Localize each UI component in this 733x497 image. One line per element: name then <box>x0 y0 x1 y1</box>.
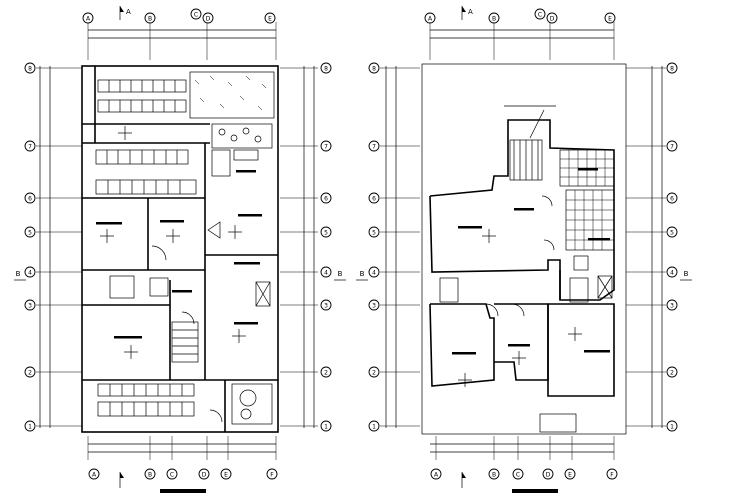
left-dimension-lines <box>36 22 318 460</box>
section-a-label: A <box>126 8 131 16</box>
right-grid-bubbles-right: 8 7 6 5 4 3 2 1 B <box>666 62 692 432</box>
right-grid-bubbles-top: A B C D E A <box>424 6 616 24</box>
right-tiled-areas <box>559 149 615 251</box>
grid-row-label: 5 <box>372 230 376 237</box>
grid-row-label: 1 <box>372 424 376 431</box>
right-grid-bubbles-bottom: A B C D E F <box>430 468 618 488</box>
right-grid-bubbles-left: 8 7 6 5 4 3 2 1 B <box>356 62 380 432</box>
grid-row-label: 3 <box>324 303 328 310</box>
right-walls <box>421 63 627 435</box>
grid-col-label: E <box>224 472 228 479</box>
section-b-label: B <box>684 270 689 278</box>
section-a-label: A <box>468 8 473 16</box>
grid-row-label: 6 <box>670 196 674 203</box>
grid-col-label: E <box>608 16 612 23</box>
grid-row-label: 1 <box>324 424 328 431</box>
grid-col-label: E <box>568 472 572 479</box>
grid-row-label: 8 <box>324 66 328 73</box>
grid-row-label: 4 <box>324 270 328 277</box>
grid-col-label: B <box>148 16 152 23</box>
grid-row-label: 4 <box>372 270 376 277</box>
right-floor-plan: A B C D E A A B C D E F <box>356 6 692 488</box>
grid-col-label: F <box>610 472 614 479</box>
grid-row-label: 1 <box>670 424 674 431</box>
right-dimension-lines <box>380 22 666 460</box>
left-garden-area <box>189 71 275 425</box>
right-fixtures <box>439 195 613 317</box>
grid-row-label: 7 <box>372 144 376 151</box>
grid-col-label: A <box>92 472 97 479</box>
grid-row-label: 3 <box>28 303 32 310</box>
right-plan-scale-bar <box>512 489 558 493</box>
grid-col-label: C <box>194 12 198 19</box>
left-grid-bubbles-bottom: A B C D E F <box>88 468 278 488</box>
grid-col-label: C <box>538 12 542 19</box>
grid-row-label: 7 <box>28 144 32 151</box>
grid-row-label: 4 <box>670 270 674 277</box>
grid-row-label: 5 <box>670 230 674 237</box>
grid-col-label: D <box>550 16 555 23</box>
left-grid-bubbles-right: 8 7 6 5 4 3 2 1 B <box>320 62 346 432</box>
left-fixtures <box>109 149 271 423</box>
grid-col-label: A <box>428 16 433 23</box>
grid-col-label: B <box>148 472 152 479</box>
left-grid-bubbles-top: A B C D E A <box>82 6 276 24</box>
grid-col-label: E <box>268 16 272 23</box>
left-walls <box>81 65 279 433</box>
grid-col-label: A <box>434 472 439 479</box>
grid-col-label: B <box>492 472 496 479</box>
grid-row-label: 4 <box>28 270 32 277</box>
grid-col-label: B <box>492 16 496 23</box>
left-plan-scale-bar <box>160 489 206 493</box>
grid-row-label: 6 <box>324 196 328 203</box>
grid-col-label: D <box>206 16 211 23</box>
grid-col-label: F <box>270 472 274 479</box>
grid-col-label: C <box>516 472 520 479</box>
section-b-label: B <box>360 270 365 278</box>
grid-row-label: 5 <box>28 230 32 237</box>
grid-col-label: D <box>546 472 551 479</box>
section-b-label: B <box>16 270 21 278</box>
grid-row-label: 3 <box>372 303 376 310</box>
left-parking-bays <box>95 79 197 417</box>
right-stair <box>504 105 556 181</box>
grid-row-label: 6 <box>372 196 376 203</box>
section-b-label: B <box>338 270 343 278</box>
grid-row-label: 8 <box>372 66 376 73</box>
grid-row-label: 8 <box>670 66 674 73</box>
grid-row-label: 2 <box>372 370 376 377</box>
grid-row-label: 8 <box>28 66 32 73</box>
grid-row-label: 2 <box>324 370 328 377</box>
grid-row-label: 1 <box>28 424 32 431</box>
grid-row-label: 2 <box>28 370 32 377</box>
grid-row-label: 2 <box>670 370 674 377</box>
grid-col-label: D <box>202 472 207 479</box>
grid-row-label: 6 <box>28 196 32 203</box>
grid-col-label: C <box>170 472 174 479</box>
left-room-labels <box>96 126 262 359</box>
grid-row-label: 7 <box>670 144 674 151</box>
grid-row-label: 5 <box>324 230 328 237</box>
grid-row-label: 7 <box>324 144 328 151</box>
left-floor-plan: A B C D E A A B C D E F <box>14 6 346 488</box>
left-grid-bubbles-left: 8 7 6 5 4 3 2 1 B <box>14 62 36 432</box>
right-room-labels <box>452 168 610 387</box>
grid-row-label: 3 <box>670 303 674 310</box>
grid-col-label: A <box>86 16 91 23</box>
